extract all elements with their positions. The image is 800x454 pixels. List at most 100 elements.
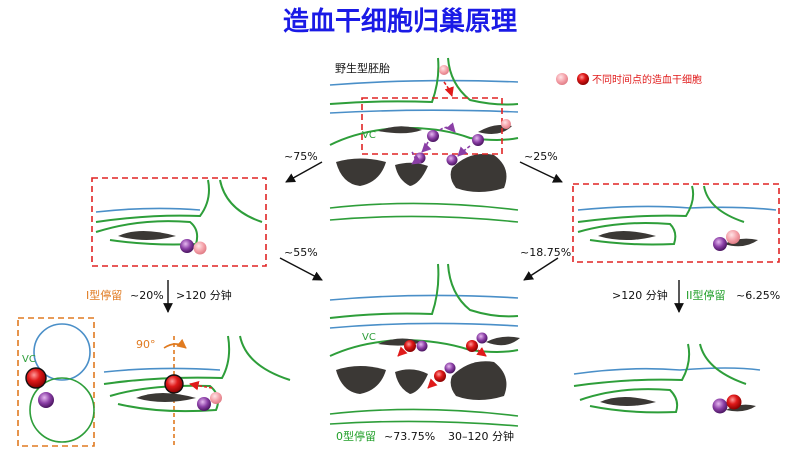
vessel-green-wall — [699, 343, 747, 385]
vessel-green-wall — [103, 335, 231, 385]
vessel-green-wall — [329, 263, 440, 319]
time-120-right-label: >120 分钟 — [612, 288, 668, 302]
dashed-zoom-box — [572, 183, 780, 263]
migration-arrow — [443, 81, 454, 97]
endothelial-blob — [724, 238, 758, 247]
vessel-green-bottom — [329, 420, 519, 427]
endothelial-blob — [486, 336, 520, 346]
legend-red-cell — [577, 73, 589, 85]
dashed-zoom-box — [361, 97, 503, 155]
vessel-blue-line — [329, 79, 519, 86]
vc-label: VC — [362, 130, 376, 141]
vessel-green-wall — [447, 57, 519, 106]
migration-arrow — [397, 346, 408, 357]
vessel-green-floor — [329, 126, 519, 146]
vessel-green-wall — [447, 263, 519, 318]
migration-arrow — [189, 380, 213, 391]
vessel-green-floor — [95, 220, 199, 246]
vessel-cross-blue — [33, 323, 91, 381]
migration-arrow — [421, 141, 432, 153]
rock-shape — [395, 369, 428, 394]
hsc-pink — [193, 241, 207, 255]
pct-73-label: ~73.75% — [384, 430, 435, 443]
pct-55-label: ~55% — [284, 246, 318, 259]
vessel-green-wall — [239, 335, 291, 381]
migration-arrow — [476, 346, 487, 357]
flow-arrow — [523, 257, 559, 281]
time-30-120-label: 30–120 分钟 — [448, 429, 514, 443]
vessel-green-wall — [219, 179, 263, 223]
hsc-purple — [712, 398, 728, 414]
pct-6-label: ~6.25% — [736, 289, 780, 302]
hsc-red — [434, 370, 446, 382]
flow-arrow — [519, 161, 563, 183]
migration-arrow — [457, 145, 471, 157]
time-120-left-label: >120 分钟 — [176, 288, 232, 302]
center-bottom-panel: VC — [329, 263, 520, 427]
hsc-pink — [726, 230, 740, 244]
hsc-pink — [501, 119, 511, 129]
pct-75-label: ~75% — [284, 150, 318, 163]
right-middle-panel — [572, 183, 780, 263]
rock-shape — [336, 158, 386, 186]
endothelial-blob — [598, 231, 656, 240]
type1-panel: 90° — [103, 335, 291, 446]
hsc-purple — [444, 362, 456, 374]
hsc-red — [25, 367, 47, 389]
legend: 不同时间点的造血干细胞 — [556, 73, 702, 86]
cross-section-panel: VC — [17, 317, 95, 447]
vessel-green-bottom — [329, 202, 519, 211]
wildtype-label: 野生型胚胎 — [335, 61, 390, 75]
rock-shape — [336, 366, 386, 394]
legend-text: 不同时间点的造血干细胞 — [592, 73, 702, 86]
hsc-purple — [427, 130, 439, 142]
hsc-pink — [210, 392, 222, 404]
pct-18-label: ~18.75% — [520, 246, 571, 259]
center-top-panel: 野生型胚胎 VC — [329, 57, 519, 223]
hsc-red — [466, 340, 478, 352]
endothelial-blob — [726, 404, 756, 412]
flow-arrow — [285, 161, 323, 183]
vessel-green-wall — [573, 343, 691, 387]
type0-label: 0型停留 — [336, 429, 376, 443]
migration-arrow — [427, 378, 438, 389]
type1-label: I型停留 — [86, 288, 122, 302]
vessel-green-floor — [329, 338, 519, 357]
hsc-purple — [416, 340, 428, 352]
vessel-blue-line — [329, 109, 519, 114]
diagram-title: 造血干细胞归巢原理 — [283, 6, 517, 37]
vessel-blue-line — [103, 367, 221, 373]
hsc-purple — [38, 392, 54, 408]
type2-panel — [573, 343, 761, 414]
vessel-green-wall — [577, 185, 695, 223]
vessel-cross-green — [29, 377, 95, 443]
vessel-green-wall — [95, 179, 210, 223]
migration-arrow — [439, 122, 456, 133]
vessel-green-wall — [329, 57, 440, 105]
pct-25-label: ~25% — [524, 150, 558, 163]
hsc-purple — [197, 397, 211, 411]
vessel-green-bottom — [329, 215, 519, 223]
type2-label: II型停留 — [686, 288, 726, 302]
endothelial-blob — [118, 231, 176, 240]
vessel-green-wall — [703, 185, 745, 223]
hsc-pink — [439, 65, 449, 75]
migration-arrow — [411, 151, 422, 165]
hsc-purple — [180, 239, 194, 253]
legend-pink-cell — [556, 73, 568, 85]
vessel-green-floor — [577, 222, 677, 246]
hsc-red — [404, 340, 416, 352]
vessel-blue-line — [577, 205, 777, 211]
vessel-blue-line — [329, 294, 519, 301]
rotation-arrow — [163, 338, 187, 349]
vc-label: VC — [22, 354, 36, 365]
hsc-purple — [472, 134, 484, 146]
endothelial-blob — [600, 397, 656, 406]
vessel-blue-line — [573, 367, 761, 375]
vessel-green-floor — [579, 388, 679, 414]
hsc-purple — [476, 332, 488, 344]
dashed-zoom-box — [91, 177, 267, 267]
rock-shape — [450, 153, 507, 192]
